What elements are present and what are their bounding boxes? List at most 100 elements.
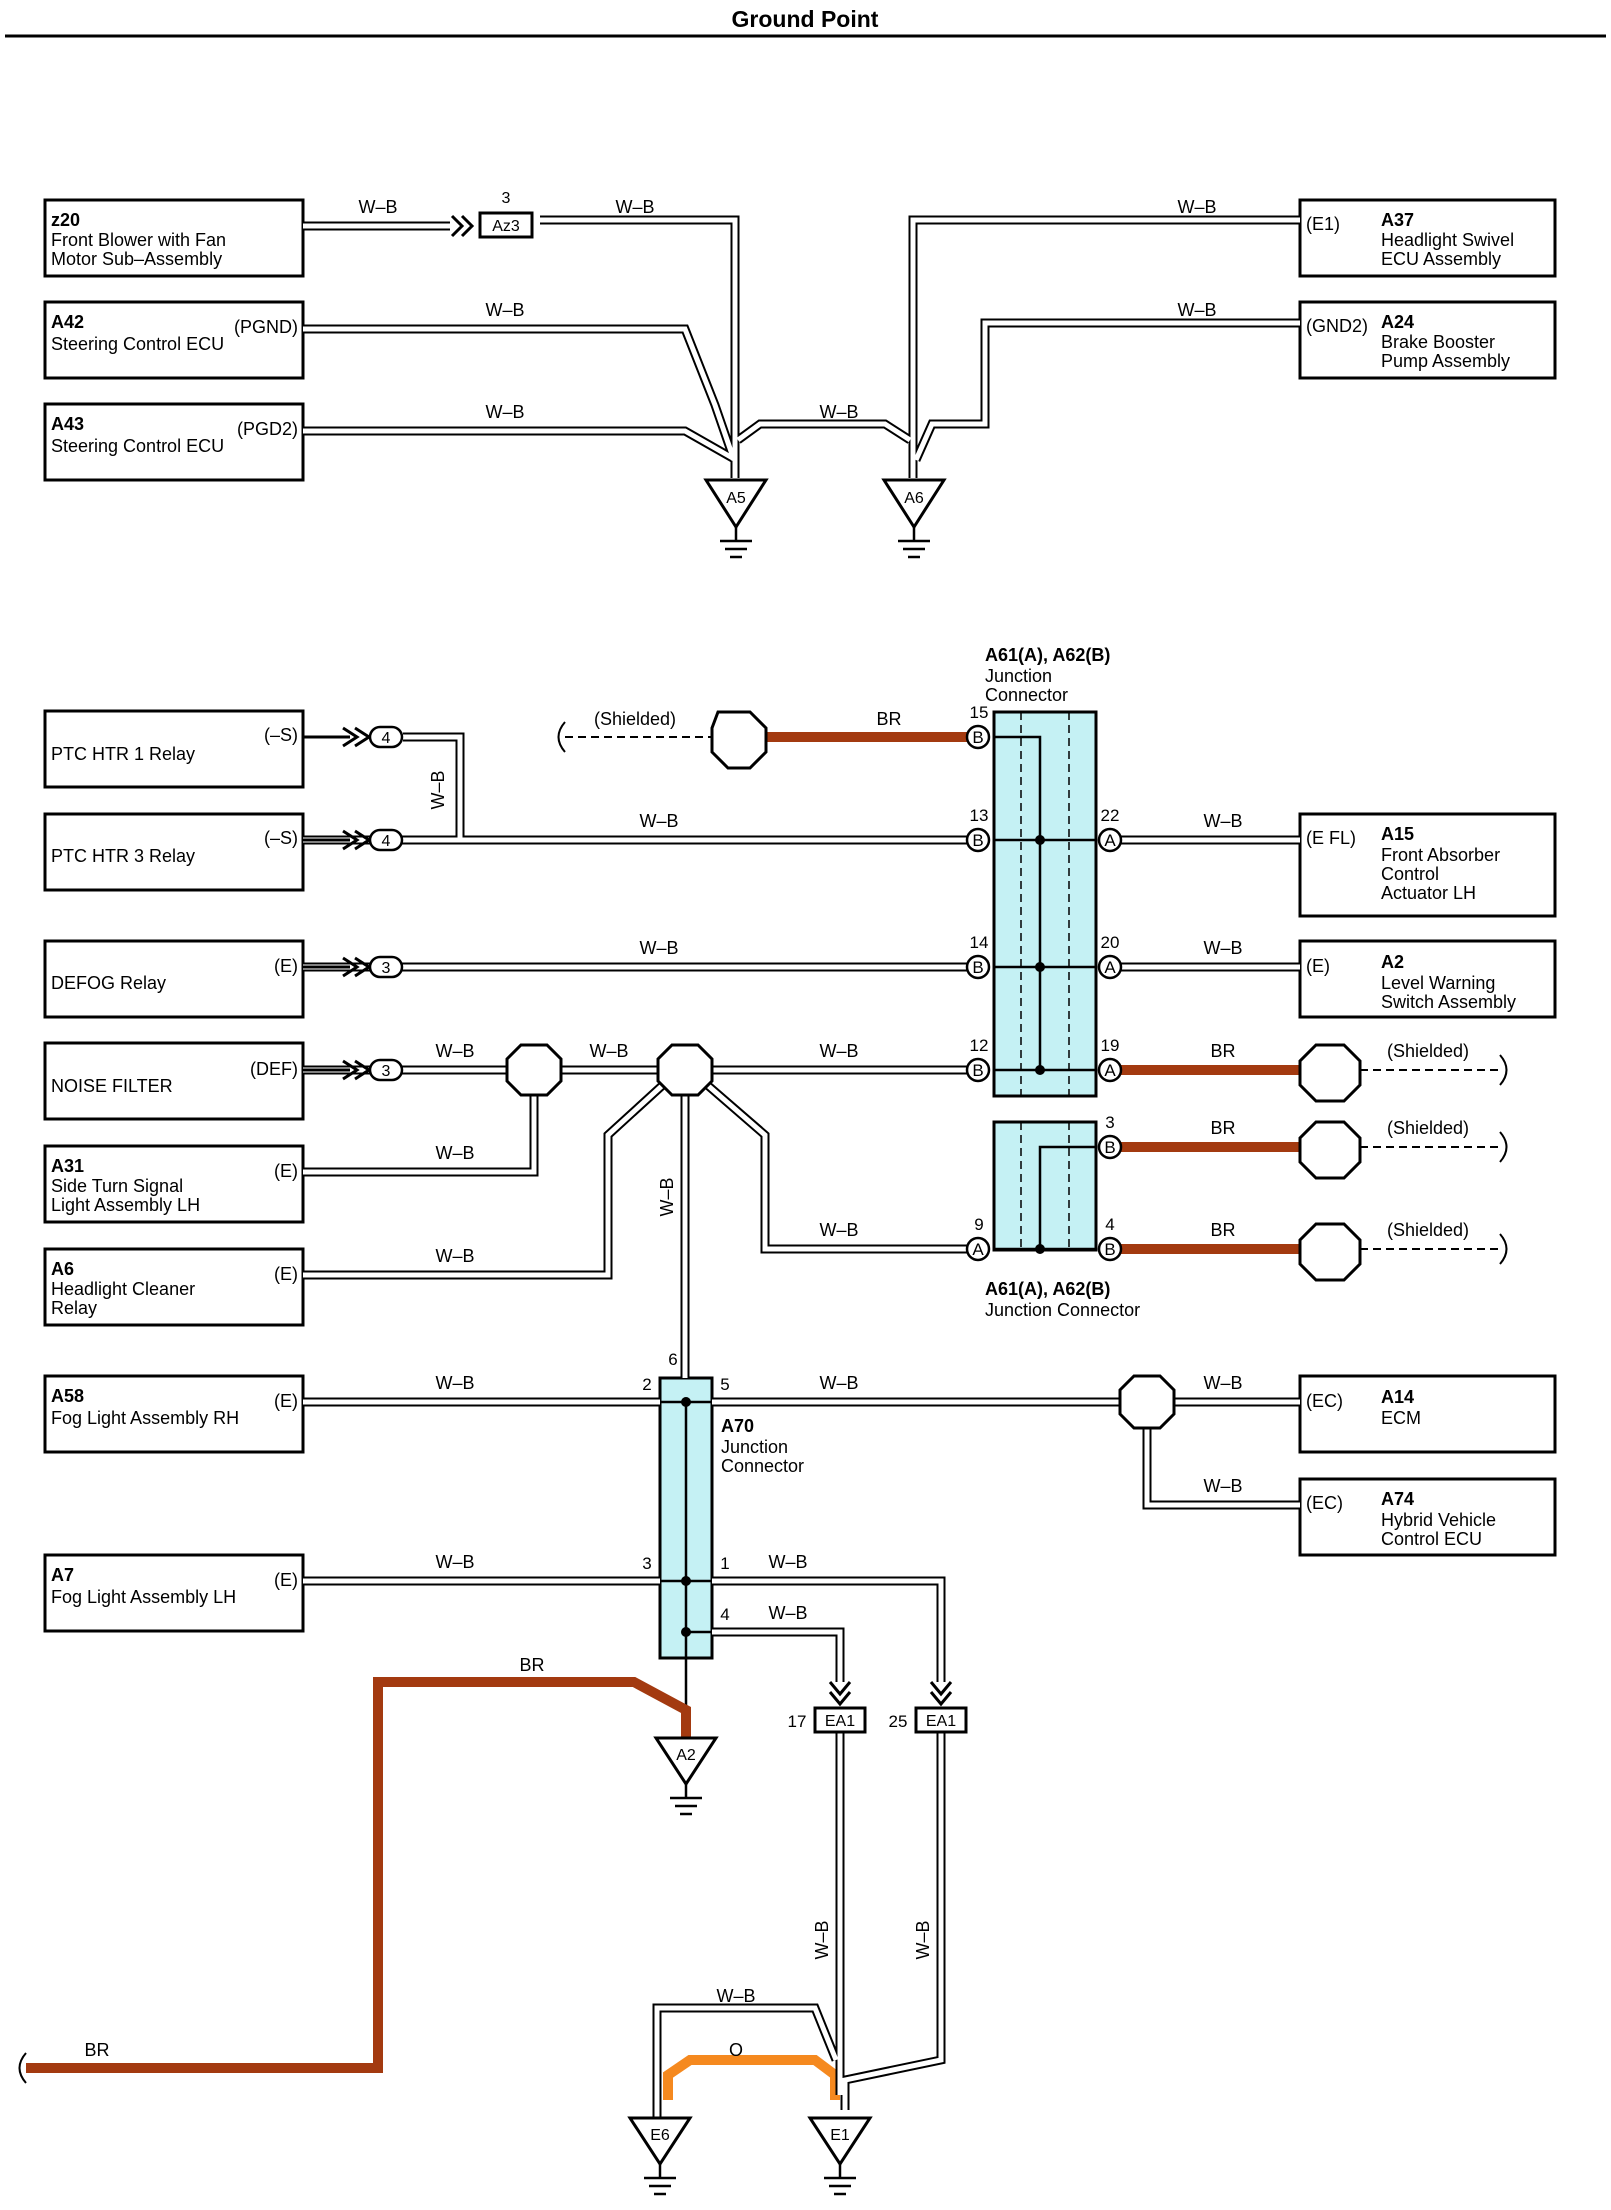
wire-label: W–B	[435, 1373, 474, 1393]
wire-label: W–B	[812, 1920, 832, 1959]
ground-a6-label: A6	[904, 490, 924, 507]
a37-code: A37	[1381, 210, 1414, 230]
connector-az3: Az3 3	[450, 190, 534, 239]
a42-line1: Steering Control ECU	[51, 334, 224, 354]
wire-label: W–B	[485, 300, 524, 320]
ptc1-connector-pin: 4	[382, 730, 391, 747]
wire-label: W–B	[615, 197, 654, 217]
wire-labels-middle: W–B W–B W–B W–B W–B W–B W–B W–B W–B W–B …	[428, 770, 1243, 2006]
component-noise-filter: NOISE FILTER (DEF)	[43, 1041, 305, 1121]
wire-label: W–B	[1177, 300, 1216, 320]
ptc3-line1: PTC HTR 3 Relay	[51, 846, 195, 866]
a14-pin: (EC)	[1306, 1391, 1343, 1411]
a2-pin: (E)	[1306, 956, 1330, 976]
component-a74: (EC) A74 Hybrid Vehicle Control ECU	[1298, 1477, 1557, 1557]
junction-top-line2: Connector	[985, 685, 1068, 705]
shield-splices	[710, 710, 1362, 1282]
a24-pin: (GND2)	[1306, 316, 1368, 336]
a31-line1: Side Turn Signal	[51, 1176, 183, 1196]
component-a43: A43 Steering Control ECU (PGD2)	[43, 402, 305, 482]
a14-code: A14	[1381, 1387, 1414, 1407]
connector-ea1-17: EA1 17	[788, 1681, 867, 1734]
wire-labels-top: W–B W–B W–B W–B W–B W–B W–B	[358, 197, 1216, 422]
a14-line1: ECM	[1381, 1408, 1421, 1428]
ea1-17-name: EA1	[825, 1713, 855, 1730]
wires-top	[303, 215, 1300, 478]
a15-line3: Actuator LH	[1381, 883, 1476, 903]
a70-line1: Junction	[721, 1437, 788, 1457]
az3-name: Az3	[492, 218, 520, 235]
a24-code: A24	[1381, 312, 1414, 332]
ground-e1-label: E1	[830, 2127, 850, 2144]
a43-code: A43	[51, 414, 84, 434]
a24-line1: Brake Booster	[1381, 332, 1495, 352]
wire-label: W–B	[716, 1986, 755, 2006]
a2-line2: Switch Assembly	[1381, 992, 1516, 1012]
defog-pin: (E)	[274, 956, 298, 976]
wire-label: W–B	[358, 197, 397, 217]
wire-label: W–B	[819, 1041, 858, 1061]
wire-label: W–B	[589, 1041, 628, 1061]
junction-bottom-line1: Junction Connector	[985, 1300, 1140, 1320]
wire-label-o: O	[729, 2040, 743, 2060]
ground-a5: A5	[703, 478, 769, 559]
a70-line2: Connector	[721, 1456, 804, 1476]
ground-a5-label: A5	[726, 490, 746, 507]
ground-a2-label: A2	[676, 1747, 696, 1764]
a37-line1: Headlight Swivel	[1381, 230, 1514, 250]
ptc1-line1: PTC HTR 1 Relay	[51, 744, 195, 764]
a37-pin: (E1)	[1306, 214, 1340, 234]
pin-letter: A	[972, 1240, 984, 1259]
a74-line2: Control ECU	[1381, 1529, 1482, 1549]
wire-label: W–B	[485, 402, 524, 422]
a58-line1: Fog Light Assembly RH	[51, 1408, 239, 1428]
pin-number: 4	[1105, 1215, 1114, 1234]
pin-letter: B	[972, 831, 983, 850]
ground-e1: E1	[807, 2116, 873, 2196]
shield-dashes	[18, 721, 1508, 2084]
wire-label: W–B	[435, 1552, 474, 1572]
a7-line1: Fog Light Assembly LH	[51, 1587, 236, 1607]
a15-line2: Control	[1381, 864, 1439, 884]
pin-number: 2	[642, 1375, 651, 1394]
wire-label-br: BR	[1210, 1118, 1235, 1138]
connector-ptc1: 4	[303, 725, 404, 749]
ptc3-pin: (–S)	[264, 828, 298, 848]
wire-label: W–B	[1203, 1373, 1242, 1393]
connector-defog: 3	[303, 955, 404, 979]
pin-number: 14	[970, 933, 989, 952]
pin-number: 6	[668, 1350, 677, 1369]
junction-bottom: A61(A), A62(B) Junction Connector	[985, 1120, 1140, 1320]
wire-label: W–B	[435, 1246, 474, 1266]
shielded-label: (Shielded)	[1387, 1041, 1469, 1061]
wire-label: W–B	[768, 1552, 807, 1572]
z20-line2: Motor Sub–Assembly	[51, 249, 222, 269]
wire-labels-br: BR BR BR BR BR BR O	[84, 709, 1235, 2060]
a7-code: A7	[51, 1565, 74, 1585]
pin-number: 3	[1105, 1113, 1114, 1132]
component-a15: (E FL) A15 Front Absorber Control Actuat…	[1298, 812, 1557, 918]
pin-numbers: 15 13 14 12 22 20 19 3 9 4 6 2 5 3 1 4	[642, 703, 1119, 1624]
pin-letter: A	[1104, 831, 1116, 850]
pin-number: 13	[970, 806, 989, 825]
a42-pin: (PGND)	[234, 317, 298, 337]
defog-line1: DEFOG Relay	[51, 973, 166, 993]
a74-code: A74	[1381, 1489, 1414, 1509]
pin-number: 20	[1101, 933, 1120, 952]
a2-code: A2	[1381, 952, 1404, 972]
pin-letter: A	[1104, 958, 1116, 977]
wire-label: W–B	[639, 938, 678, 958]
shielded-labels: (Shielded) (Shielded) (Shielded) (Shield…	[594, 709, 1469, 1240]
connector-ptc3: 4	[303, 828, 404, 852]
defog-connector-pin: 3	[382, 960, 391, 977]
a58-pin: (E)	[274, 1391, 298, 1411]
a70-code: A70	[721, 1416, 754, 1436]
shielded-label: (Shielded)	[594, 709, 676, 729]
ptc1-pin: (–S)	[264, 725, 298, 745]
wire-label: W–B	[435, 1041, 474, 1061]
noise-connector-pin: 3	[382, 1063, 391, 1080]
a31-code: A31	[51, 1156, 84, 1176]
a2-line1: Level Warning	[1381, 973, 1495, 993]
wire-label: W–B	[657, 1177, 677, 1216]
shielded-label: (Shielded)	[1387, 1220, 1469, 1240]
